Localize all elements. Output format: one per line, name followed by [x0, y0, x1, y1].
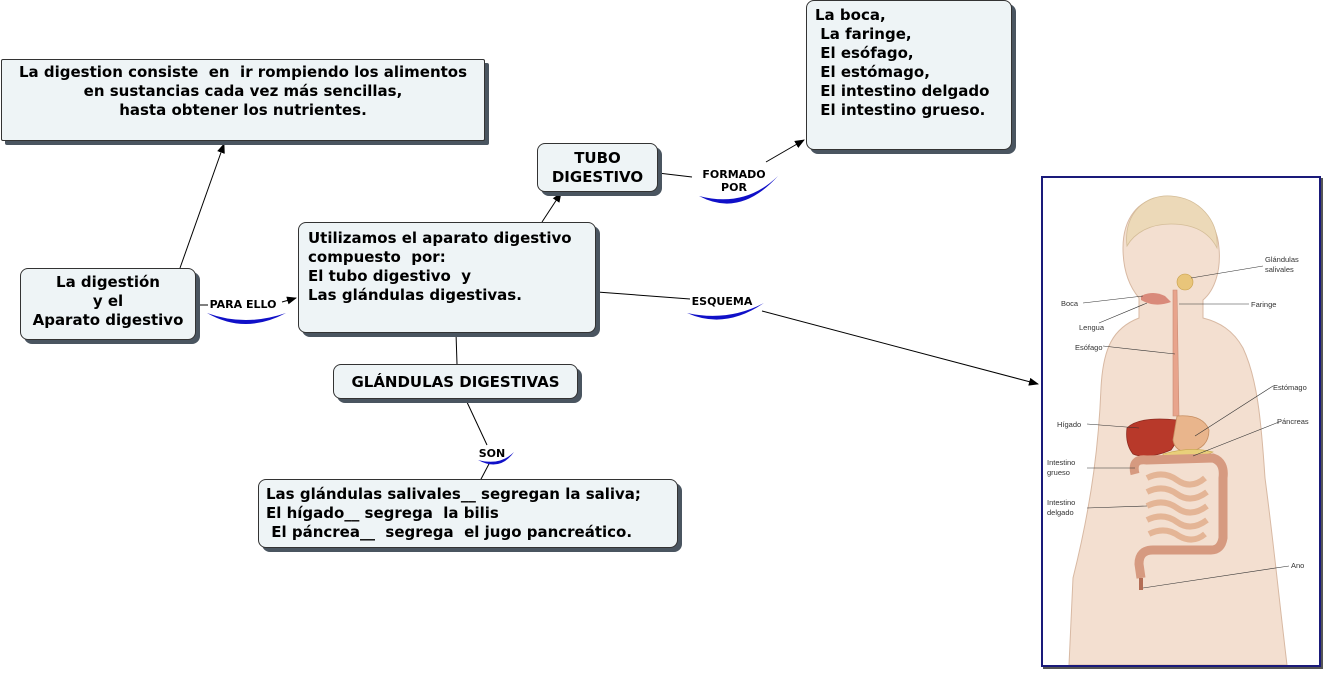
tubo-line-1: TUBO [574, 149, 621, 167]
label-glandulas-1: Glándulas [1265, 255, 1299, 264]
label-int-delgado-1: Intestino [1047, 498, 1075, 507]
label-lengua: Lengua [1079, 323, 1105, 332]
linker-para-ello: PARA ELLO [203, 298, 283, 311]
label-boca: Boca [1061, 299, 1079, 308]
digestive-system-illustration: Glándulas salivales Boca Faringe Lengua … [1041, 176, 1321, 667]
funciones-line-1: Las glándulas salivales__ segregan la sa… [266, 485, 641, 503]
label-ano: Ano [1291, 561, 1304, 570]
linker-son: SON [474, 447, 510, 460]
large-intestine-shape [1129, 453, 1228, 579]
label-estomago: Estómago [1273, 383, 1307, 392]
organos-line-4: El estómago, [815, 63, 930, 81]
linker-esquema: ESQUEMA [684, 295, 760, 308]
liver-shape [1126, 418, 1180, 457]
titulo-line-2: y el [92, 292, 124, 310]
node-tubo-digestivo: TUBO DIGESTIVO [537, 143, 658, 192]
esquema-text: ESQUEMA [691, 295, 753, 308]
tubo-line-2: DIGESTIVO [551, 168, 644, 186]
body-figure: Glándulas salivales Boca Faringe Lengua … [1047, 195, 1309, 666]
titulo-line-3: Aparato digestivo [32, 311, 184, 329]
line-aparato-esquema [596, 291, 691, 300]
definicion-line-1: La digestion consiste en ir rompiendo lo… [18, 63, 468, 81]
node-organos: La boca, La faringe, El esófago, El estó… [806, 0, 1012, 150]
linker-formado-por: FORMADO POR [694, 168, 774, 194]
label-int-grueso-1: Intestino [1047, 458, 1075, 467]
line-tubo-formado [657, 172, 693, 178]
son-text: SON [478, 447, 506, 460]
label-faringe: Faringe [1251, 300, 1276, 309]
hair [1126, 195, 1218, 250]
organos-line-2: La faringe, [815, 25, 912, 43]
formado-text: FORMADO [702, 168, 766, 181]
line-aparato-tubo [541, 192, 562, 223]
aparato-line-4: Las glándulas digestivas. [308, 286, 522, 304]
swoosh-son [478, 452, 514, 465]
salivary-gland-shape [1176, 273, 1194, 291]
label-higado: Hígado [1057, 420, 1081, 429]
organos-line-1: La boca, [815, 6, 886, 24]
aparato-line-3: El tubo digestivo y [308, 267, 472, 285]
stomach-shape [1172, 415, 1210, 453]
aparato-line-2: compuesto por: [308, 248, 446, 266]
label-leaders [1082, 265, 1290, 589]
node-funciones: Las glándulas salivales__ segregan la sa… [258, 479, 678, 548]
line-son-funciones [479, 461, 491, 482]
line-paraello-aparato [281, 296, 297, 305]
swoosh-formado-por [699, 176, 778, 204]
label-int-grueso-2: grueso [1047, 468, 1070, 477]
titulo-line-1: La digestión [56, 273, 160, 291]
definicion-line-3: hasta obtener los nutrientes. [119, 101, 367, 119]
label-glandulas-2: salivales [1265, 265, 1294, 274]
definicion-line-2: en sustancias cada vez más sencillas, [83, 82, 403, 100]
line-esquema-diagrama [761, 310, 1039, 386]
funciones-line-3: El páncrea__ segrega el jugo pancreático… [266, 523, 633, 541]
para-ello-text: PARA ELLO [209, 298, 277, 311]
organos-line-5: El intestino delgado [815, 82, 990, 100]
label-esofago: Esófago [1075, 343, 1103, 352]
swoosh-para-ello [207, 313, 286, 324]
node-glandulas-digestivas: GLÁNDULAS DIGESTIVAS [333, 364, 578, 399]
funciones-line-2: El hígado__ segrega la bilis [266, 504, 499, 522]
node-titulo: La digestión y el Aparato digestivo [20, 268, 196, 340]
label-pancreas: Páncreas [1277, 417, 1309, 426]
node-definicion: La digestion consiste en ir rompiendo lo… [1, 59, 485, 141]
swoosh-esquema [687, 303, 764, 320]
organos-line-6: El intestino grueso. [815, 101, 986, 119]
por-text: POR [721, 181, 747, 194]
line-titulo-definicion [179, 143, 225, 269]
label-int-delgado-2: delgado [1047, 508, 1074, 517]
node-aparato: Utilizamos el aparato digestivo compuest… [298, 222, 596, 333]
organos-line-3: El esófago, [815, 44, 914, 62]
line-glandulas-son [465, 399, 488, 446]
aparato-line-1: Utilizamos el aparato digestivo [308, 229, 572, 247]
glandulas-line-1: GLÁNDULAS DIGESTIVAS [351, 373, 560, 391]
line-formado-organos [765, 139, 805, 163]
line-aparato-glandulas [455, 332, 458, 365]
mouth-shape [1141, 293, 1171, 305]
small-intestine-shape [1145, 471, 1209, 543]
